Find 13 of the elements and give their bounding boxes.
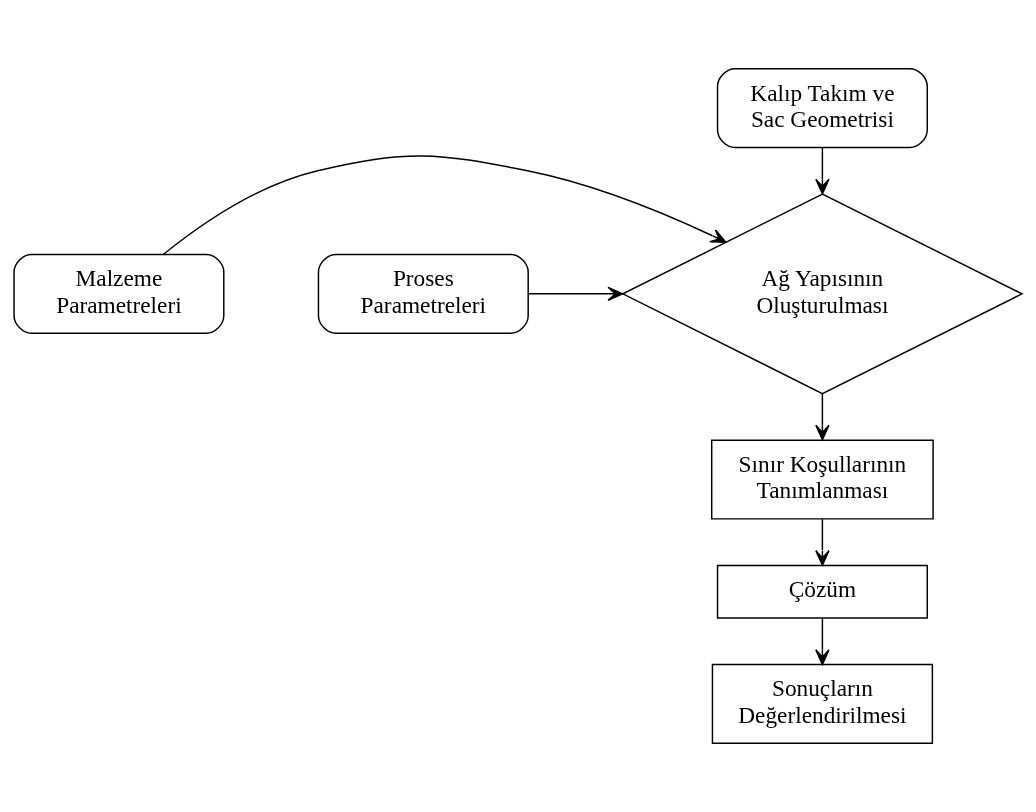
arrow [815,392,830,441]
node-box: Proses Parametreleri [317,253,529,334]
node-box: Malzeme Parametreleri [13,253,225,334]
node-diamond: Ağ Yapısının Oluşturulması [621,193,1024,395]
node-box: Kalıp Takım ve Sac Geometrisi [716,68,928,149]
node-box: Sonuçların Değerlendirilmesi [711,663,934,744]
arrow [162,155,727,256]
arrow [815,617,830,666]
node-box: Sınır Koşullarının Tanımlanması [711,439,934,520]
arrow [527,286,624,302]
node-box: Çözüm [716,564,928,619]
arrow [815,146,830,195]
arrow [815,518,830,566]
